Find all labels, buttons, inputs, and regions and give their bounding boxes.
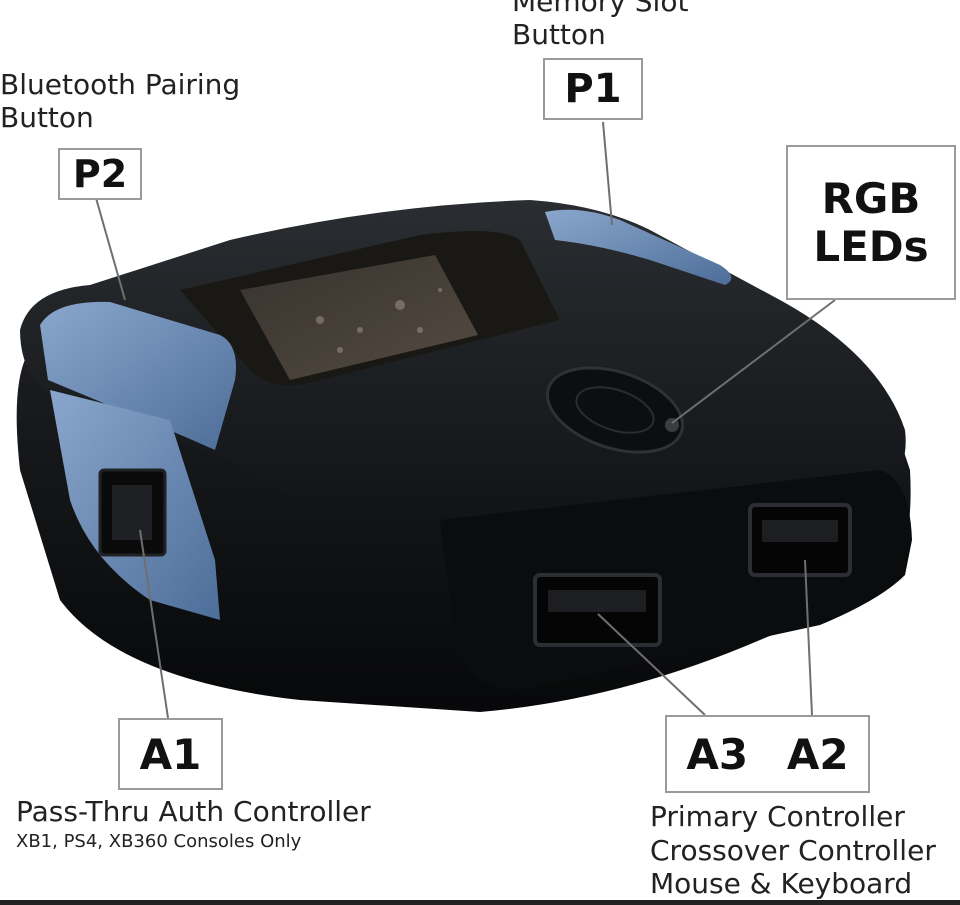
a3-code: A3: [686, 729, 749, 779]
a3-a2-label-box: A3 A2: [665, 715, 870, 793]
leader-a2: [804, 559, 813, 716]
rgb-line-1: RGB: [821, 173, 921, 223]
leader-p2: [95, 197, 126, 301]
rgb-led-emblem: [545, 366, 685, 454]
p2-label-box: P2: [58, 148, 142, 200]
leader-p1: [602, 121, 613, 226]
leader-a1: [139, 529, 169, 719]
p1-title-line-2: Button: [512, 18, 606, 51]
p1-title-line-1: Memory Slot: [512, 0, 689, 18]
a2-code: A2: [786, 729, 849, 779]
p1-blue-button: [545, 209, 732, 285]
a3a2-line-2: Crossover Controller: [650, 834, 936, 867]
a1-subtitle: XB1, PS4, XB360 Consoles Only: [16, 831, 302, 852]
bottom-border: [0, 900, 960, 905]
glass-speckles: [316, 288, 442, 353]
leader-rgb: [671, 299, 836, 424]
p2-blue-button: [40, 301, 236, 450]
a3a2-line-1: Primary Controller: [650, 800, 905, 833]
display-glass: [240, 255, 478, 380]
a1-label-box: A1: [118, 718, 223, 790]
p1-label-box: P1: [543, 58, 643, 120]
rgb-line-2: LEDs: [813, 221, 929, 271]
p2-title-line-1: Bluetooth Pairing: [0, 68, 241, 101]
a3a2-line-3: Mouse & Keyboard: [650, 867, 913, 900]
p2-title-line-2: Button: [0, 101, 94, 134]
rgb-leds-label-box: RGB LEDs: [786, 145, 956, 300]
leader-a3: [597, 613, 706, 716]
a1-title: Pass-Thru Auth Controller: [16, 795, 371, 828]
